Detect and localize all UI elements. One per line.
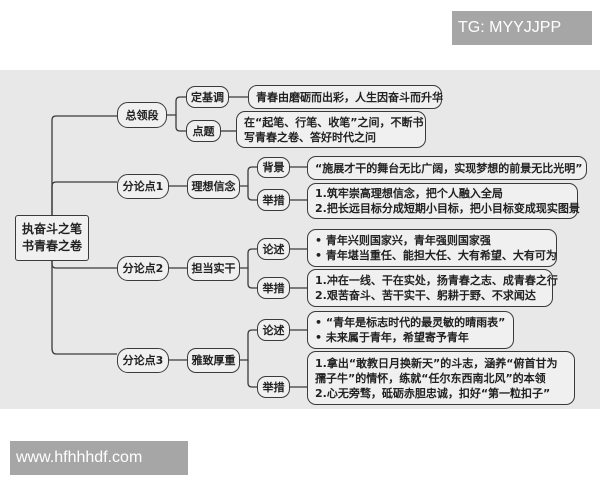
discussion-2-node: 论述	[257, 238, 290, 260]
measures-1-node: 举措	[257, 189, 290, 211]
background-text: “施展才干的舞台无比广阔，实现梦想的前景无比光明”	[307, 156, 587, 180]
measures-2-node: 举措	[257, 277, 290, 299]
responsibility-node: 担当实干	[187, 256, 240, 281]
elegance-node: 雅致厚重	[187, 348, 240, 373]
measures-2-text: 1.冲在一线、干在实处，扬青春之志、成青春之行 2.艰苦奋斗、苦干实干、躬耕于野…	[307, 269, 558, 307]
discussion-3-node: 论述	[257, 319, 290, 341]
tone-text: 青春由磨砺而出彩，人生因奋斗而升华	[248, 85, 443, 109]
sub-argument-1-node: 分论点1	[117, 174, 169, 199]
mindmap-canvas: 执奋斗之笔 书青春之卷 总领段 定基调 青春由磨砺而出彩，人生因奋斗而升华 点题…	[0, 70, 600, 409]
sub-argument-3-node: 分论点3	[117, 348, 169, 373]
discussion-2-text: • 青年兴则国家兴，青年强则国家强 • 青年堪当重任、能担大任、大有希望、大有可…	[307, 229, 557, 267]
discussion-3-text: • “青年是标志时代的最灵敏的晴雨表” • 未来属于青年，希望寄予青年	[307, 311, 514, 349]
root-line2: 书青春之卷	[21, 239, 82, 253]
theme-point-node: 点题	[186, 120, 221, 142]
watermark-bottom: www.hfhhhdf.com	[10, 441, 188, 475]
background-node: 背景	[257, 157, 290, 178]
theme-point-text: 在“起笔、行笔、收笔”之间，不断书 写青春之卷、答好时代之问	[236, 111, 426, 148]
watermark-top: TG: MYYJJPP	[452, 11, 592, 45]
sub-argument-2-node: 分论点2	[117, 256, 169, 281]
measures-1-text: 1.筑牢崇高理想信念，把个人融入全局 2.把长远目标分成短期小目标，把小目标变成…	[307, 183, 580, 219]
root-node: 执奋斗之笔 书青春之卷	[15, 215, 89, 261]
tone-node: 定基调	[186, 86, 229, 108]
section-overview-node: 总领段	[117, 102, 167, 128]
root-line1: 执奋斗之笔	[21, 222, 82, 236]
measures-3-node: 举措	[257, 376, 290, 398]
measures-3-text: 1.拿出“敢教日月换新天”的斗志，涵养“俯首甘为 孺子牛”的情怀，练就“任尔东西…	[307, 351, 575, 405]
connector-lines	[51, 96, 307, 388]
ideals-node: 理想信念	[187, 174, 240, 199]
